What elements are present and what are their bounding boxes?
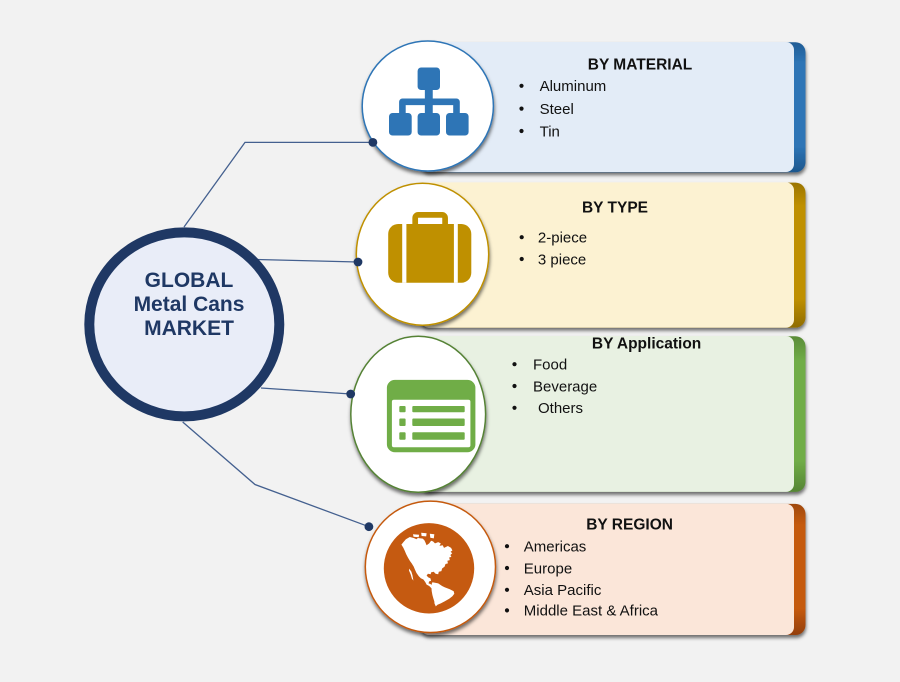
svg-text:Aluminum: Aluminum [540, 78, 607, 95]
svg-text:2-piece: 2-piece [538, 230, 587, 247]
svg-text:Metal Cans: Metal Cans [134, 293, 245, 316]
svg-text:BY Application: BY Application [592, 335, 701, 352]
svg-text:Beverage: Beverage [533, 378, 597, 395]
svg-text:Others: Others [538, 400, 583, 417]
svg-text:Americas: Americas [524, 539, 587, 556]
svg-text:Asia Pacific: Asia Pacific [524, 582, 602, 599]
svg-text:BY TYPE: BY TYPE [582, 200, 648, 217]
svg-text:Europe: Europe [524, 560, 572, 577]
svg-text:BY MATERIAL: BY MATERIAL [588, 56, 692, 73]
svg-text:GLOBAL: GLOBAL [145, 269, 234, 292]
svg-text:Steel: Steel [540, 101, 574, 118]
svg-text:Food: Food [533, 357, 567, 374]
svg-text:3 piece: 3 piece [538, 251, 586, 268]
svg-text:MARKET: MARKET [144, 317, 234, 340]
svg-text:Middle East & Africa: Middle East & Africa [524, 603, 659, 620]
svg-text:BY REGION: BY REGION [586, 516, 673, 533]
svg-text:Tin: Tin [540, 123, 560, 140]
